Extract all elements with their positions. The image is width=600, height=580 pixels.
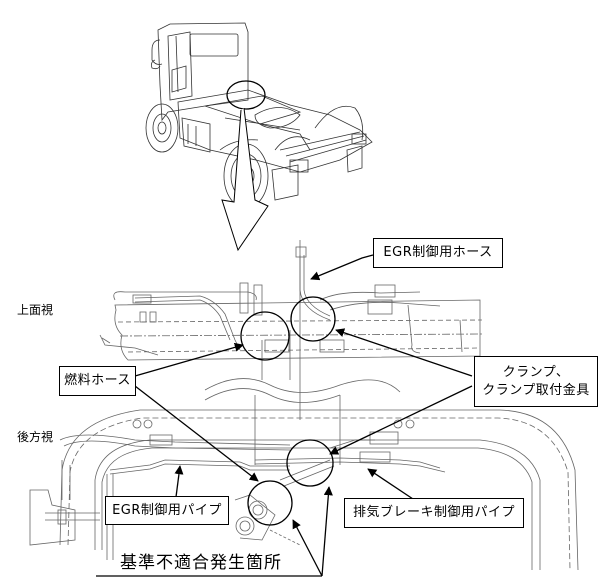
leader-clamp-top: [335, 328, 473, 377]
leader-egr-hose: [310, 254, 374, 281]
callout-fuel-hose-text: 燃料ホース: [64, 373, 131, 388]
callout-egr-control-pipe-text: EGR制御用パイプ: [112, 502, 222, 518]
zoom-arrow: [221, 107, 269, 252]
leader-fuel-hose-rear: [134, 385, 259, 482]
inspection-area-marker: [226, 80, 266, 110]
rear-view-label: 後方視: [17, 430, 54, 444]
callout-egr-control-hose: EGR制御用ホース: [373, 238, 503, 268]
defect-circle-left: [247, 480, 293, 526]
leader-clamp-rear: [329, 385, 473, 455]
egr-hose-circle-top: [290, 296, 336, 342]
leader-defect-right: [321, 486, 333, 577]
leader-fuel-hose-top: [134, 342, 244, 377]
callout-exhaust-brake-pipe-text: 排気ブレーキ制御用パイプ: [352, 505, 515, 520]
leader-exhaust-pipe: [367, 468, 414, 500]
top-view-label: 上面視: [17, 303, 54, 317]
callout-clamp: クランプ、 クランプ取付金具: [474, 356, 598, 407]
callout-fuel-hose: 燃料ホース: [59, 366, 136, 396]
leader-lines: [96, 254, 473, 577]
callout-egr-control-hose-text: EGR制御用ホース: [383, 245, 493, 260]
callout-clamp-line1: クランプ、: [502, 364, 570, 380]
top-view-drawing: [99, 240, 483, 420]
callout-egr-control-pipe: EGR制御用パイプ: [105, 496, 229, 525]
defect-circle-right: [286, 439, 334, 487]
callout-clamp-line2: クランプ取付金具: [482, 382, 590, 398]
leader-egr-pipe: [174, 465, 184, 498]
truck-illustration: [145, 22, 373, 209]
defect-location-label: 基準不適合発生箇所: [120, 553, 282, 573]
leader-defect-left: [292, 519, 323, 577]
fuel-hose-circle-top: [240, 311, 290, 361]
callout-exhaust-brake-pipe: 排気ブレーキ制御用パイプ: [344, 498, 524, 528]
rear-view-drawing: [29, 395, 579, 571]
